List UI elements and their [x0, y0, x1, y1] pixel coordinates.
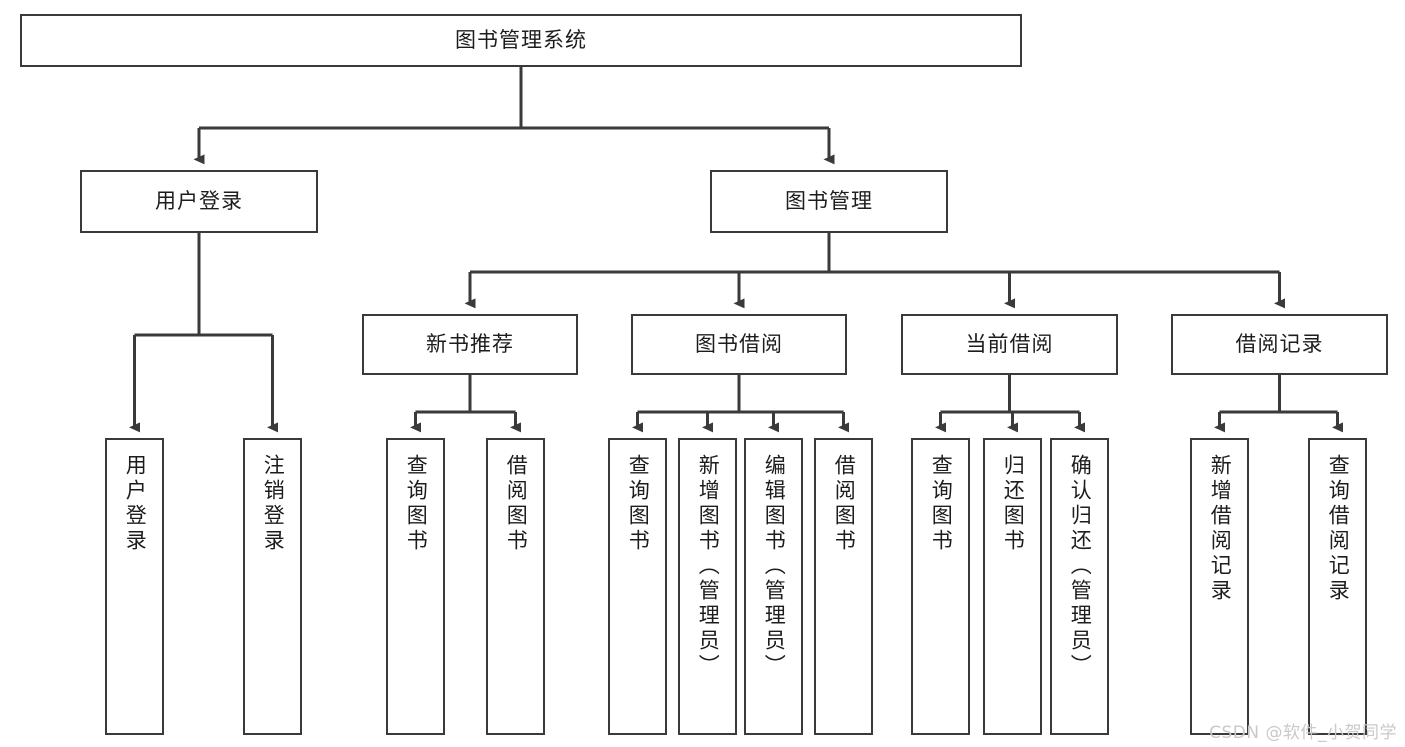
leaf-user-login-label: 用户登录 — [123, 454, 148, 554]
node-new-book-recommend[interactable]: 新书推荐 — [362, 314, 578, 375]
leaf-return-book-label: 归还图书 — [1001, 454, 1026, 554]
leaf-query-book-current-label: 查询图书 — [929, 454, 954, 554]
leaf-add-book-admin[interactable]: 新增图书（管理员） — [678, 438, 737, 735]
node-root-label: 图书管理系统 — [455, 27, 587, 52]
leaf-logout-label: 注销登录 — [261, 454, 286, 554]
leaf-query-book-recommend-label: 查询图书 — [404, 454, 429, 554]
leaf-logout[interactable]: 注销登录 — [243, 438, 302, 735]
leaf-confirm-return-admin[interactable]: 确认归还（管理员） — [1050, 438, 1109, 735]
node-current-borrow-label: 当前借阅 — [965, 331, 1054, 356]
leaf-borrow-book-recommend-label: 借阅图书 — [504, 454, 529, 554]
node-user-login-label: 用户登录 — [155, 188, 243, 213]
leaf-add-book-admin-label: 新增图书（管理员） — [696, 454, 721, 679]
leaf-query-borrow-record-label: 查询借阅记录 — [1326, 454, 1351, 604]
leaf-query-book-borrow[interactable]: 查询图书 — [608, 438, 667, 735]
leaf-query-book-recommend[interactable]: 查询图书 — [386, 438, 445, 735]
node-new-book-recommend-label: 新书推荐 — [426, 331, 514, 356]
leaf-query-book-current[interactable]: 查询图书 — [911, 438, 970, 735]
leaf-return-book[interactable]: 归还图书 — [983, 438, 1042, 735]
leaf-edit-book-admin-label: 编辑图书（管理员） — [762, 454, 787, 679]
leaf-user-login[interactable]: 用户登录 — [105, 438, 164, 735]
node-book-management[interactable]: 图书管理 — [710, 170, 948, 233]
leaf-borrow-book[interactable]: 借阅图书 — [814, 438, 873, 735]
leaf-edit-book-admin[interactable]: 编辑图书（管理员） — [744, 438, 803, 735]
node-current-borrow[interactable]: 当前借阅 — [901, 314, 1118, 375]
leaf-borrow-book-label: 借阅图书 — [832, 454, 857, 554]
node-user-login[interactable]: 用户登录 — [80, 170, 318, 233]
leaf-query-book-borrow-label: 查询图书 — [626, 454, 651, 554]
leaf-confirm-return-admin-label: 确认归还（管理员） — [1068, 454, 1093, 679]
node-book-borrow[interactable]: 图书借阅 — [631, 314, 847, 375]
leaf-add-borrow-record-label: 新增借阅记录 — [1208, 454, 1233, 604]
watermark: CSDN @软件_小贺同学 — [1209, 723, 1397, 743]
node-book-borrow-label: 图书借阅 — [695, 331, 783, 356]
leaf-borrow-book-recommend[interactable]: 借阅图书 — [486, 438, 545, 735]
leaf-query-borrow-record[interactable]: 查询借阅记录 — [1308, 438, 1367, 735]
node-book-management-label: 图书管理 — [785, 188, 873, 213]
leaf-add-borrow-record[interactable]: 新增借阅记录 — [1190, 438, 1249, 735]
node-root[interactable]: 图书管理系统 — [20, 14, 1022, 67]
node-borrow-record-label: 借阅记录 — [1235, 331, 1324, 356]
node-borrow-record[interactable]: 借阅记录 — [1171, 314, 1388, 375]
